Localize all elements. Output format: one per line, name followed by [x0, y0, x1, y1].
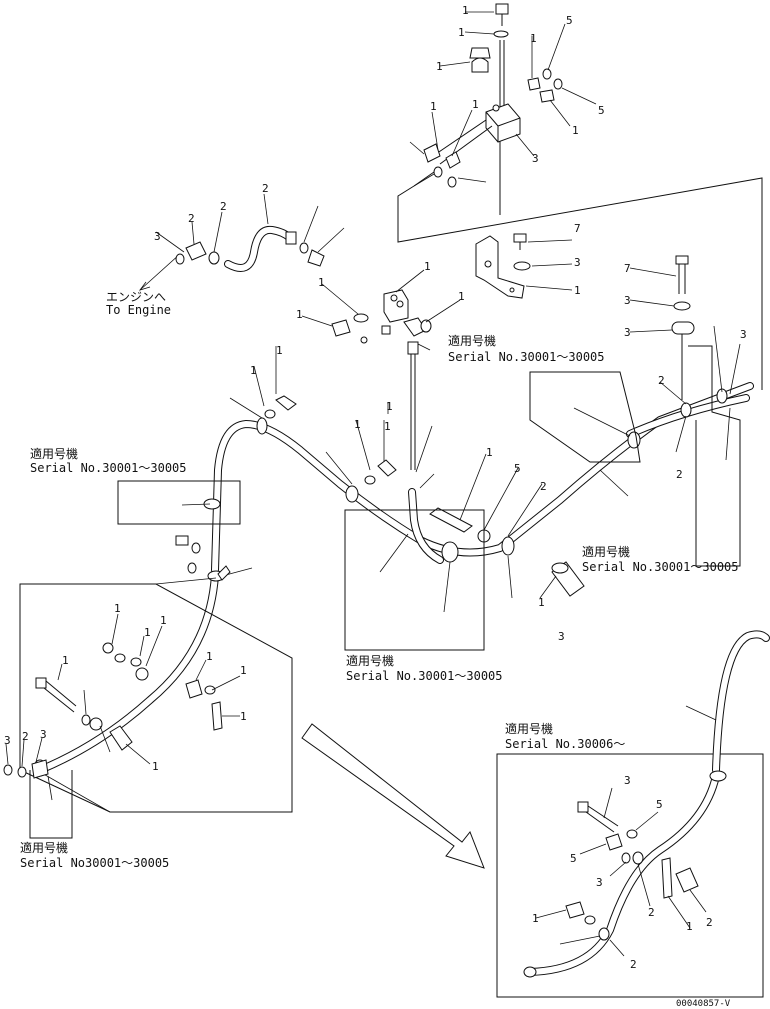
index-label: 3: [40, 728, 47, 741]
serial-label-6: 適用号機 Serial No.30006～: [505, 721, 625, 751]
bracket: [475, 235, 525, 299]
index-label: 1: [436, 60, 443, 73]
serial-label-number: Serial No30001～30005: [20, 856, 169, 870]
engine-hose-group: [138, 193, 345, 291]
index-label: 1: [160, 614, 167, 627]
index-label: 1: [206, 650, 213, 663]
serial-label-number: Serial No.30001～30005: [448, 350, 605, 364]
index-label: 1: [424, 260, 431, 273]
center-fittings: [301, 269, 461, 470]
index-label: 3: [624, 774, 631, 787]
index-label: 1: [530, 32, 537, 45]
serial-label-number: Serial No.30001～30005: [30, 461, 187, 475]
index-label: 2: [658, 374, 665, 387]
serial-label-jp: 適用号機: [582, 544, 630, 559]
index-label: 2: [262, 182, 269, 195]
serial-label-jp: 適用号機: [448, 333, 496, 348]
serial-label-jp: 適用号機: [30, 446, 78, 461]
serial-label-5: 適用号機 Serial No30001～30005: [20, 840, 169, 870]
index-label: 3: [624, 294, 631, 307]
index-label: 3: [154, 230, 161, 243]
serial-label-1: 適用号機 Serial No.30001～30005: [448, 333, 605, 364]
index-label: 1: [386, 400, 393, 413]
index-label: 2: [676, 468, 683, 481]
index-labels: 5 1 1 1 1 5 1 3 1 1 7 3 1 7 3 3 1 1 1 1 …: [4, 4, 747, 971]
mount-bracket: [475, 233, 695, 400]
serial-label-jp: 適用号機: [346, 653, 394, 668]
index-label: 1: [276, 344, 283, 357]
main-pipe: [33, 325, 754, 777]
index-label: 3: [4, 734, 11, 747]
index-label: 1: [144, 626, 151, 639]
index-label: 2: [188, 212, 195, 225]
index-label: 1: [240, 664, 247, 677]
index-label: 1: [318, 276, 325, 289]
index-label: 1: [686, 920, 693, 933]
index-label: 1: [574, 284, 581, 297]
index-label: 5: [656, 798, 663, 811]
engine-label: エンジンへ To Engine: [106, 290, 171, 317]
index-label: 1: [486, 446, 493, 459]
index-label: 3: [574, 256, 581, 269]
index-label: 1: [114, 602, 121, 615]
index-label: 7: [624, 262, 631, 275]
index-label: 2: [630, 958, 637, 971]
serial-label-number: Serial No.30001～30005: [582, 560, 739, 574]
index-label: 1: [250, 364, 257, 377]
serial-label-4: 適用号機 Serial No.30001～30005: [346, 653, 503, 683]
index-label: 7: [574, 222, 581, 235]
index-label: 5: [514, 462, 521, 475]
index-label: 3: [532, 152, 539, 165]
index-label: 3: [596, 876, 603, 889]
index-label: 1: [462, 4, 469, 17]
index-label: 1: [430, 100, 437, 113]
drawing-number: 00040857-V: [676, 999, 731, 1009]
index-label: 1: [472, 98, 479, 111]
transition-arrow: [301, 723, 485, 869]
index-label: 1: [458, 26, 465, 39]
index-label: 3: [740, 328, 747, 341]
index-label: 1: [240, 710, 247, 723]
index-label: 1: [538, 596, 545, 609]
index-label: 2: [706, 916, 713, 929]
valve-block: [485, 103, 521, 143]
cap: [469, 47, 491, 59]
serial-label-2: 適用号機 Serial No.30001～30005: [30, 446, 187, 475]
index-label: 2: [648, 906, 655, 919]
index-label: 2: [540, 480, 547, 493]
index-label: 1: [152, 760, 159, 773]
index-label: 1: [458, 290, 465, 303]
bolt-head: [495, 3, 509, 15]
index-label: 2: [220, 200, 227, 213]
lower-left-detail: [3, 613, 241, 801]
index-label: 1: [354, 418, 361, 431]
valve-block-assembly: [397, 3, 763, 390]
engine-label-jp: エンジンへ: [106, 290, 166, 304]
index-label: 5: [566, 14, 573, 27]
index-label: 3: [624, 326, 631, 339]
index-label: 3: [558, 630, 565, 643]
serial-label-jp: 適用号機: [20, 840, 68, 855]
index-label: 1: [532, 912, 539, 925]
index-label: 5: [570, 852, 577, 865]
index-label: 1: [62, 654, 69, 667]
serial-label-jp: 適用号機: [505, 721, 553, 736]
lower-right-detail: [523, 630, 770, 978]
index-label: 1: [384, 420, 391, 433]
engine-label-en: To Engine: [106, 303, 171, 317]
index-label: 1: [296, 308, 303, 321]
serial-label-number: Serial No.30006～: [505, 737, 625, 751]
serial-label-number: Serial No.30001～30005: [346, 669, 503, 683]
index-label: 5: [598, 104, 605, 117]
serial-label-3: 適用号機 Serial No.30001～30005: [582, 544, 739, 574]
index-label: 1: [572, 124, 579, 137]
index-label: 2: [22, 730, 29, 743]
